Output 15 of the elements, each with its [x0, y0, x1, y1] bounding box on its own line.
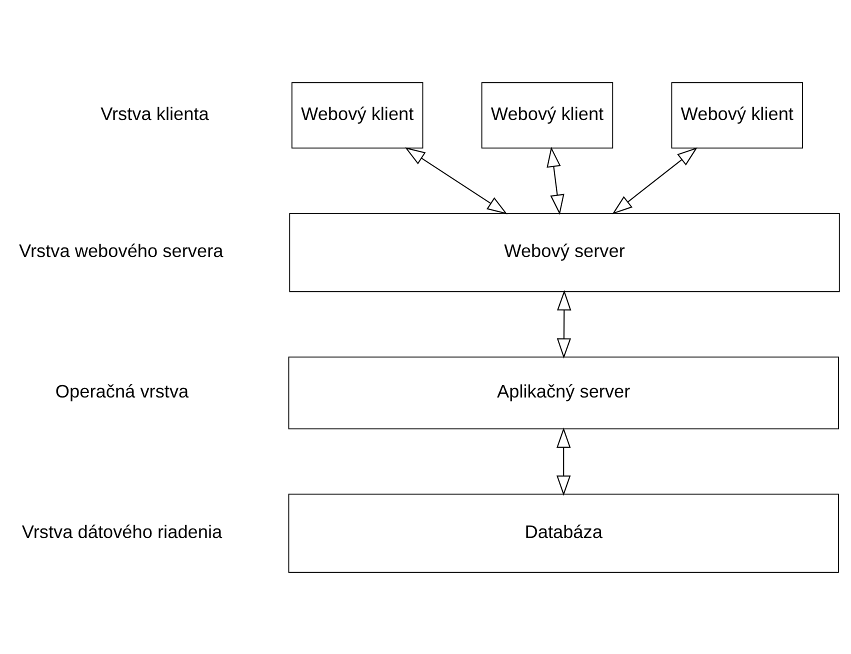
node-box: Webový server: [289, 212, 840, 292]
arrow: [556, 427, 571, 496]
node-box: Databáza: [288, 493, 839, 572]
label: Vrstva dátového riadenia: [22, 521, 222, 542]
node-box: Aplikačný server: [288, 356, 839, 429]
arrow: [546, 146, 564, 214]
label: Operačná vrstva: [55, 380, 189, 401]
arrow: [556, 290, 572, 358]
node-box: Webový klient: [671, 82, 804, 148]
arrow: [612, 146, 698, 214]
node-box: Webový klient: [481, 82, 614, 148]
arrow: [404, 146, 508, 214]
label: Vrstva webového servera: [19, 240, 224, 261]
label: Vrstva klienta: [100, 103, 209, 124]
node-box: Webový klient: [291, 82, 424, 148]
